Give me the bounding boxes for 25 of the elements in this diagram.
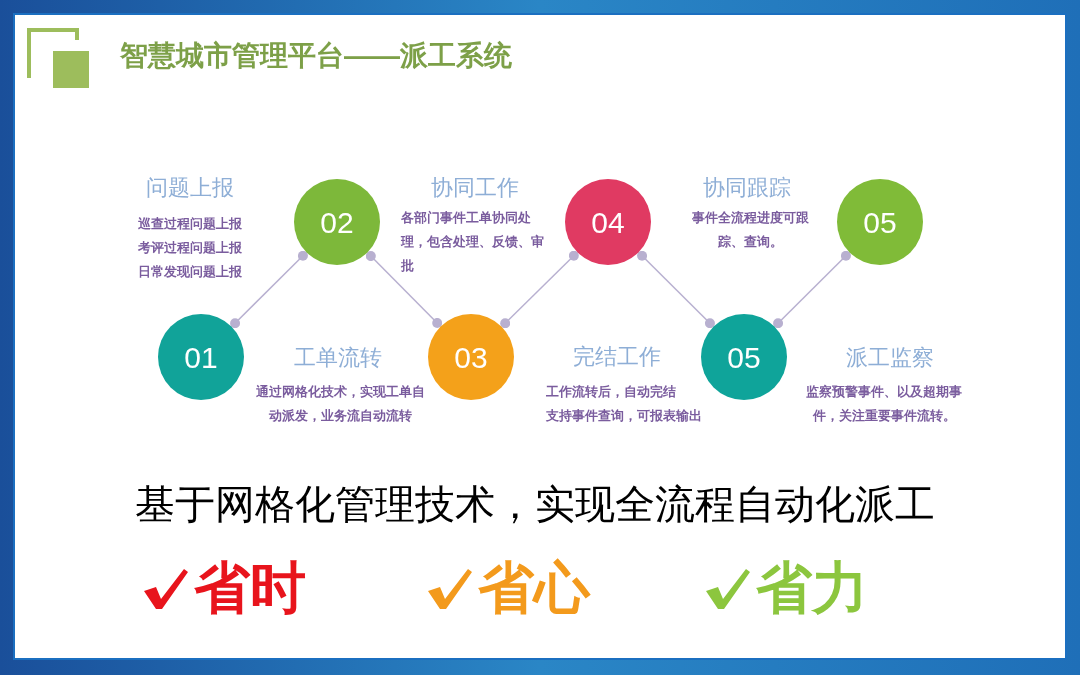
benefit-text: 省力 [756, 555, 868, 621]
step-description: 各部门事件工单协同处理，包含处理、反馈、审批 [401, 210, 545, 275]
step-heading: 完结工作 [572, 343, 662, 371]
step-heading: 协同工作 [430, 174, 520, 202]
connector-line [365, 251, 443, 328]
step-description: 支持事件查询，可报表输出 [546, 408, 703, 425]
step-description: 通过网格化技术，实现工单自动派发，业务流自动流转 [254, 384, 426, 425]
step-description: 巡查过程问题上报 [137, 216, 243, 233]
step-heading: 工单流转 [293, 344, 383, 372]
step-heading: 问题上报 [145, 174, 235, 202]
page-title: 智慧城市管理平台——派工系统 [120, 39, 512, 73]
benefit-text: 省心 [478, 555, 590, 621]
connector-line [773, 250, 851, 329]
slogan-text: 基于网格化管理技术，实现全流程自动化派工 [134, 481, 936, 529]
connector-line [500, 250, 579, 329]
step-description: 工作流转后，自动完结 [546, 383, 677, 401]
step-description: 日常发现问题上报 [137, 264, 243, 281]
connector-line [230, 250, 308, 329]
step-description: 事件全流程进度可跟踪、查询。 [690, 209, 810, 251]
connector-line [637, 250, 715, 329]
step-description: 考评过程问题上报 [137, 240, 243, 257]
benefit-text: 省时 [194, 555, 306, 621]
step-description: 监察预警事件、以及超期事件，关注重要事件流转。 [805, 383, 963, 425]
step-heading: 派工监察 [845, 344, 935, 372]
step-heading: 协同跟踪 [702, 174, 792, 202]
